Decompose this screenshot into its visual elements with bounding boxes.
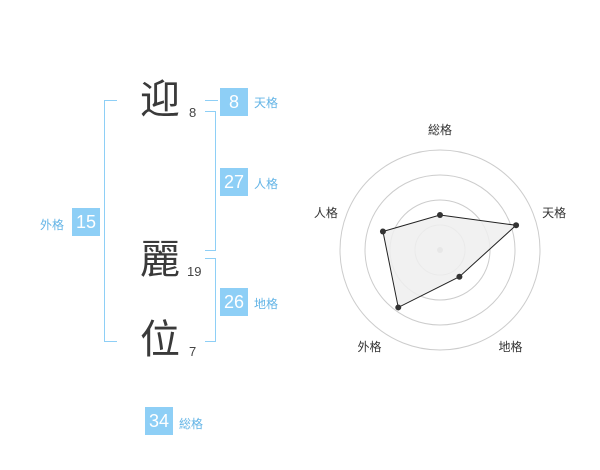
radar-point-0: [437, 212, 443, 218]
gaikaku-value: 15: [72, 208, 100, 236]
radar-point-1: [513, 222, 520, 229]
name-char-3: 位: [140, 317, 180, 363]
tenkaku-bracket: [205, 100, 218, 101]
radar-ring: [339, 149, 541, 351]
soukaku-label: 総格: [179, 417, 204, 431]
stroke-count-2: 19: [187, 264, 202, 279]
jinkaku-value: 27: [220, 168, 248, 196]
chikaku-bracket: [205, 258, 216, 342]
stroke-count-3: 7: [189, 344, 197, 359]
radar-axis-label-2: 地格: [499, 339, 523, 354]
radar-point-3: [395, 304, 402, 311]
gaikaku-label: 外格: [40, 218, 65, 232]
radar-axis-label-3: 外格: [357, 339, 381, 354]
jinkaku-bracket: [205, 111, 216, 251]
stroke-count-1: 8: [189, 105, 197, 120]
chikaku-value: 26: [220, 288, 248, 316]
soukaku-value: 34: [145, 407, 173, 435]
radar-point-4: [379, 228, 386, 235]
name-char-1: 迎: [140, 77, 180, 123]
radar-axis-label-1: 天格: [542, 205, 566, 220]
radar-axis-label-0: 総格: [428, 122, 452, 137]
radar-ring: [364, 174, 516, 326]
radar-point-2: [456, 273, 463, 280]
radar-axis-label-4: 人格: [314, 205, 338, 220]
gaikaku-bracket: [104, 100, 117, 342]
jinkaku-label: 人格: [254, 177, 279, 191]
radar-series-area: [382, 214, 518, 309]
tenkaku-value: 8: [220, 88, 248, 116]
tenkaku-label: 天格: [254, 96, 279, 110]
name-char-2: 麗: [140, 237, 180, 283]
chikaku-label: 地格: [254, 297, 279, 311]
